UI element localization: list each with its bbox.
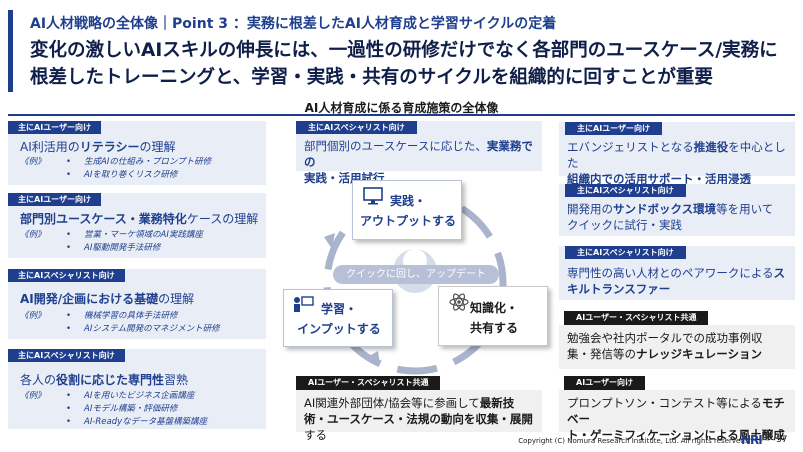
- list-item: •生成AIの仕組み・プロンプト研修: [66, 157, 212, 167]
- card-heading: AI利活用のリテラシーの理解: [20, 140, 176, 154]
- card-body: 部門個別のユースケースに応じた、実業務での 実践・活用試行: [304, 139, 533, 185]
- list-item: •営業・マーケ領域のAI実践講座: [66, 230, 203, 240]
- audience-tag: 主にAIスペシャリスト向け: [8, 269, 125, 282]
- audience-tag: 主にAIスペシャリスト向け: [8, 349, 125, 362]
- audience-tag: AIユーザー・スペシャリスト共通: [564, 311, 709, 325]
- company-logo: NRI: [741, 433, 763, 447]
- divider: [8, 114, 795, 116]
- monitor-icon: [363, 187, 383, 205]
- card-body: 開発用のサンドボックス環境等を用いて クイックに試行・実践: [567, 202, 774, 232]
- page-number: 37: [776, 435, 788, 445]
- left-card-foundation: 主にAIスペシャリスト向け AI開発/企画における基礎の理解 《例》 •機械学習…: [8, 269, 266, 339]
- left-card-literacy: 主にAIユーザー向け AI利活用のリテラシーの理解 《例》 •生成AIの仕組み・…: [8, 121, 266, 185]
- audience-tag: 主にAIユーザー向け: [565, 122, 663, 135]
- right-card-evangelist: 主にAIユーザー向け エバンジェリストとなる推進役を中心とした 組織内での活用サ…: [559, 122, 795, 186]
- cycle-box-share: 知識化・共有する: [438, 286, 548, 346]
- quick-update-label: クイックに回し、アップデート: [333, 265, 499, 284]
- cycle-arrow: [324, 233, 335, 249]
- audience-tag: AIユーザー向け: [564, 376, 646, 390]
- left-card-specialty: 主にAIスペシャリスト向け 各人の役割に応じた専門性習熟 《例》 •AIを用いた…: [8, 349, 266, 429]
- right-card-motivation: プロンプトソン・コンテスト等によるモチベー ト・ゲーミフィケーションによる風土醸…: [559, 390, 795, 442]
- right-card-knowledge: 勉強会や社内ポータルでの成功事例収 集・発信等のナレッジキュレーション: [559, 325, 795, 369]
- example-label: 《例》: [20, 391, 46, 401]
- card-heading: AI開発/企画における基礎の理解: [20, 292, 195, 306]
- cycle-box-learn: 学習・インプットする: [283, 289, 393, 347]
- teacher-icon: [294, 296, 314, 312]
- center-top-card: 主にAIスペシャリスト向け 部門個別のユースケースに応じた、実業務での 実践・活…: [296, 121, 542, 185]
- list-item: •AIを用いたビジネス企画講座: [66, 391, 195, 401]
- breadcrumb: AI人材戦略の全体像｜Point 3 ：実務に根差したAI人材育成と学習サイクル…: [30, 16, 557, 32]
- card-heading: 各人の役割に応じた専門性習熟: [20, 373, 189, 387]
- audience-tag: AIユーザー・スペシャリスト共通: [296, 376, 441, 390]
- right-card-sandbox: 主にAIスペシャリスト向け 開発用のサンドボックス環境等を用いて クイックに試行…: [559, 184, 795, 236]
- atom-icon: [449, 293, 469, 311]
- audience-tag: 主にAIスペシャリスト向け: [565, 184, 686, 197]
- list-item: •機械学習の具体手法研修: [66, 311, 178, 321]
- list-item: •AI駆動開発手法研修: [66, 243, 161, 253]
- page-title: 変化の激しいAIスキルの伸長には、一過性の研修だけでなく各部門のユースケース/実…: [30, 40, 778, 88]
- list-item: •AI-Readyなデータ基盤構築講座: [66, 417, 208, 427]
- card-body: エバンジェリストとなる推進役を中心とした 組織内での活用サポート・活用浸透: [567, 140, 786, 186]
- card-heading: 部門別ユースケース・業務特化ケースの理解: [20, 212, 259, 226]
- cycle-label: 学習・インプットする: [297, 302, 381, 336]
- card-body: 専門性の高い人材とのペアワークによるス キルトランスファー: [567, 266, 786, 296]
- list-item: •AIシステム開発のマネジメント研修: [66, 324, 220, 334]
- example-label: 《例》: [20, 157, 46, 167]
- left-card-usecase: 主にAIユーザー向け 部門別ユースケース・業務特化ケースの理解 《例》 •営業・…: [8, 193, 266, 258]
- section-subtitle: AI人材育成に係る育成施策の全体像: [304, 101, 499, 115]
- center-bottom-card: AI関連外部団体/協会等に参画して最新技 術・ユースケース・法規の動向を収集・展…: [296, 390, 542, 442]
- example-label: 《例》: [20, 230, 46, 240]
- cycle-box-practice: 実践・アウトプットする: [352, 180, 462, 240]
- list-item: •AIモデル構築・評価研修: [66, 404, 178, 414]
- title-accent-bar: [8, 10, 13, 92]
- list-item: •AIを取り巻くリスク研修: [66, 170, 178, 180]
- cycle-arrow: [364, 351, 380, 365]
- cycle-label: 知識化・共有する: [469, 301, 518, 335]
- right-card-pairwork: 主にAIスペシャリスト向け 専門性の高い人材とのペアワークによるス キルトランス…: [559, 246, 795, 300]
- audience-tag: 主にAIユーザー向け: [8, 121, 102, 134]
- audience-tag: 主にAIスペシャリスト向け: [565, 246, 686, 259]
- audience-tag: 主にAIスペシャリスト向け: [296, 121, 417, 134]
- audience-tag: 主にAIユーザー向け: [8, 193, 102, 206]
- cycle-label: 実践・アウトプットする: [359, 194, 456, 228]
- copyright: Copyright (C) Nomura Research Institute,…: [518, 437, 747, 445]
- example-label: 《例》: [20, 311, 46, 321]
